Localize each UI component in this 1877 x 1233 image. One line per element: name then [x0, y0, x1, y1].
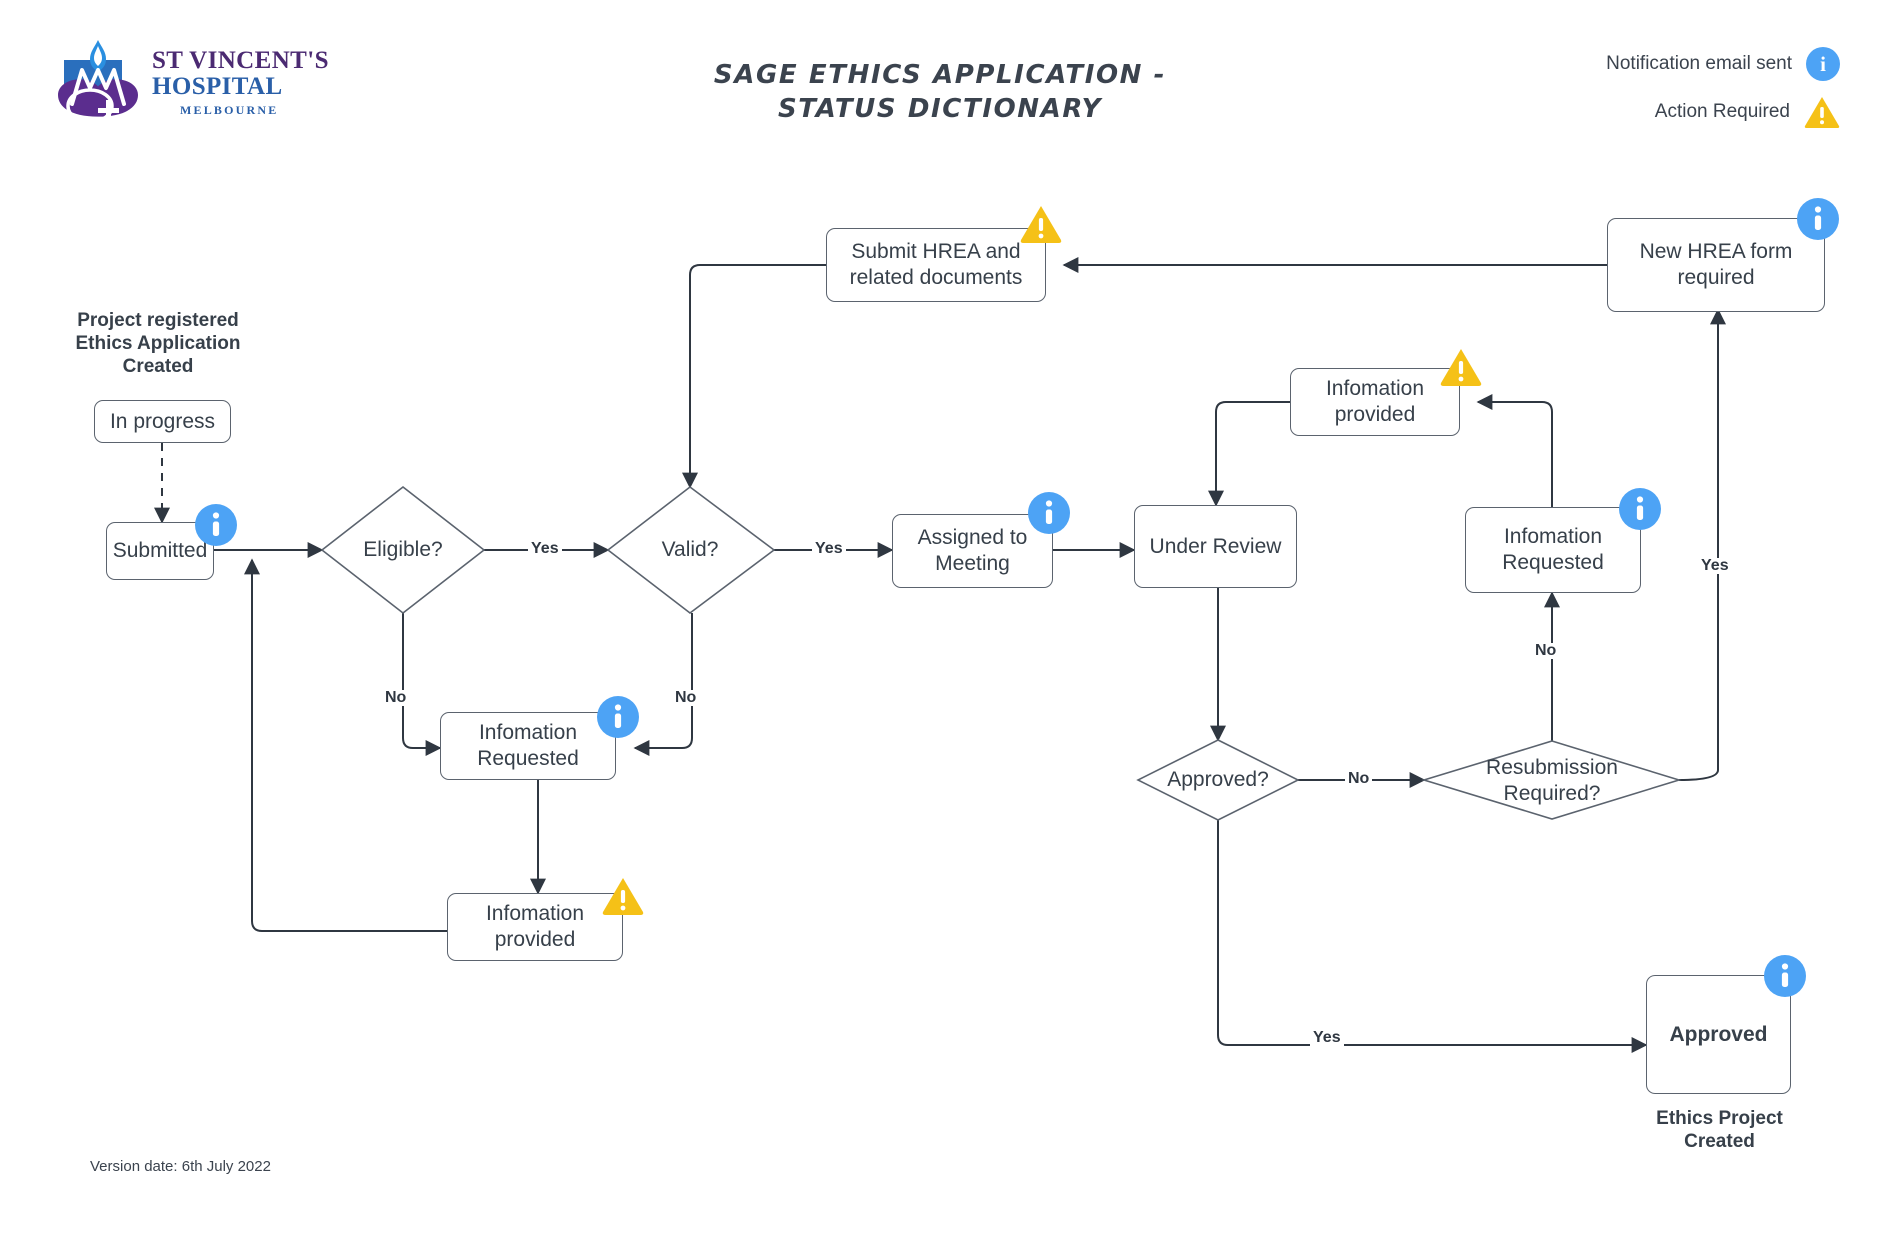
logo-line-1: ST VINCENT'S [152, 47, 329, 74]
node-info-prov-right-line-2: provided [1334, 403, 1416, 426]
node-new-hrea-line-2: required [1677, 266, 1755, 289]
edge-resub-newhrea [1678, 308, 1726, 781]
node-assigned-line-2: Meeting [935, 552, 1010, 575]
edge-label-valid-no: No [672, 690, 700, 706]
st-vincents-logo-mark [58, 40, 138, 126]
warning-icon [602, 877, 644, 920]
title-line-2: STATUS DICTIONARY [777, 94, 1103, 125]
node-info-prov-left-line-2: provided [494, 928, 576, 951]
logo-line-3: MELBOURNE [180, 103, 279, 117]
edge-label-resub-yes: Yes [1698, 558, 1732, 574]
warning-icon [1020, 205, 1062, 248]
warning-icon [1440, 348, 1482, 391]
node-info-req-right-line-2: Requested [1502, 551, 1604, 574]
logo-line-2: HOSPITAL [152, 73, 283, 100]
start-caption-line-3: Created [122, 355, 194, 377]
node-submitted-label: Submitted [112, 539, 208, 563]
node-assigned-line-1: Assigned to [917, 526, 1028, 550]
warning-icon [1804, 96, 1840, 128]
info-icon [1619, 488, 1661, 535]
hospital-logo: ST VINCENT'S HOSPITAL MELBOURNE [40, 28, 340, 146]
logo-wordmark: ST VINCENT'S HOSPITAL MELBOURNE [152, 48, 352, 118]
node-assigned-to-meeting[interactable]: Assigned to Meeting [892, 514, 1053, 588]
edge-infoprov-submitted [244, 558, 447, 932]
diamond-valid [606, 485, 776, 615]
edge-valid-inforeq [633, 613, 693, 756]
info-icon: i [1806, 47, 1840, 81]
edge-infoprov-underreview-right [1208, 401, 1290, 507]
edge-inforeq-infoprov-right [1476, 394, 1553, 507]
version-note: Version date: 6th July 2022 [90, 1158, 271, 1175]
edge-eligible-inforeq [402, 613, 442, 756]
diamond-eligible [320, 485, 486, 615]
edge-label-approved-no: No [1345, 771, 1373, 787]
node-info-req-left-line-1: Infomation [478, 721, 578, 745]
edge-label-resub-no: No [1532, 643, 1560, 659]
node-info-req-left-line-2: Requested [477, 747, 579, 770]
info-icon [1797, 198, 1839, 245]
node-infomation-provided-right[interactable]: Infomation provided [1290, 368, 1460, 436]
info-icon [195, 504, 237, 551]
node-under-review[interactable]: Under Review [1134, 505, 1297, 588]
node-infomation-requested-right[interactable]: Infomation Requested [1465, 507, 1641, 593]
node-new-hrea-form[interactable]: New HREA form required [1607, 218, 1825, 312]
edge-label-approved-yes: Yes [1310, 1030, 1344, 1046]
node-info-req-right-line-1: Infomation [1503, 525, 1603, 549]
node-infomation-requested-left[interactable]: Infomation Requested [440, 712, 616, 780]
node-info-prov-right-line-1: Infomation [1325, 377, 1425, 401]
page-title: SAGE ETHICS APPLICATION - STATUS DICTION… [600, 58, 1280, 127]
diamond-resubmission-q [1421, 740, 1682, 820]
title-line-1: SAGE ETHICS APPLICATION - [713, 60, 1167, 90]
end-caption-line-2: Created [1684, 1130, 1755, 1152]
edge-submithrea-valid [682, 264, 826, 489]
diamond-approved-q [1136, 739, 1300, 821]
end-caption: Ethics Project Created [1638, 1108, 1801, 1154]
node-approved-label: Approved [1669, 1022, 1768, 1046]
edge-label-valid-yes: Yes [812, 541, 846, 557]
start-caption-line-1: Project registered [77, 310, 239, 331]
node-submit-hrea-line-2: related documents [849, 266, 1023, 289]
node-submit-hrea-line-1: Submit HREA and [851, 240, 1021, 264]
node-in-progress-label: In progress [109, 409, 216, 433]
legend-label-notification: Notification email sent [1606, 53, 1792, 74]
info-icon [597, 696, 639, 743]
node-infomation-provided-left[interactable]: Infomation provided [447, 893, 623, 961]
legend-item-action: Action Required [1540, 88, 1840, 136]
node-submitted[interactable]: Submitted [106, 522, 214, 580]
edge-label-eligible-yes: Yes [528, 541, 562, 557]
node-under-review-label: Under Review [1149, 534, 1282, 558]
info-icon [1764, 955, 1806, 1002]
node-in-progress[interactable]: In progress [94, 400, 231, 443]
edge-label-eligible-no: No [382, 690, 410, 706]
info-icon [1028, 492, 1070, 539]
end-caption-line-1: Ethics Project [1656, 1108, 1783, 1129]
start-caption: Project registered Ethics Application Cr… [58, 310, 258, 378]
node-approved[interactable]: Approved [1646, 975, 1791, 1094]
node-new-hrea-line-1: New HREA form [1639, 240, 1793, 264]
legend: Notification email sent i Action Require… [1540, 40, 1840, 136]
start-caption-line-2: Ethics Application [75, 332, 241, 354]
legend-label-action: Action Required [1654, 101, 1790, 122]
edge-approvedq-approved [1217, 820, 1648, 1053]
node-info-prov-left-line-1: Infomation [485, 902, 585, 926]
node-submit-hrea[interactable]: Submit HREA and related documents [826, 228, 1046, 302]
legend-item-notification: Notification email sent i [1540, 40, 1840, 88]
